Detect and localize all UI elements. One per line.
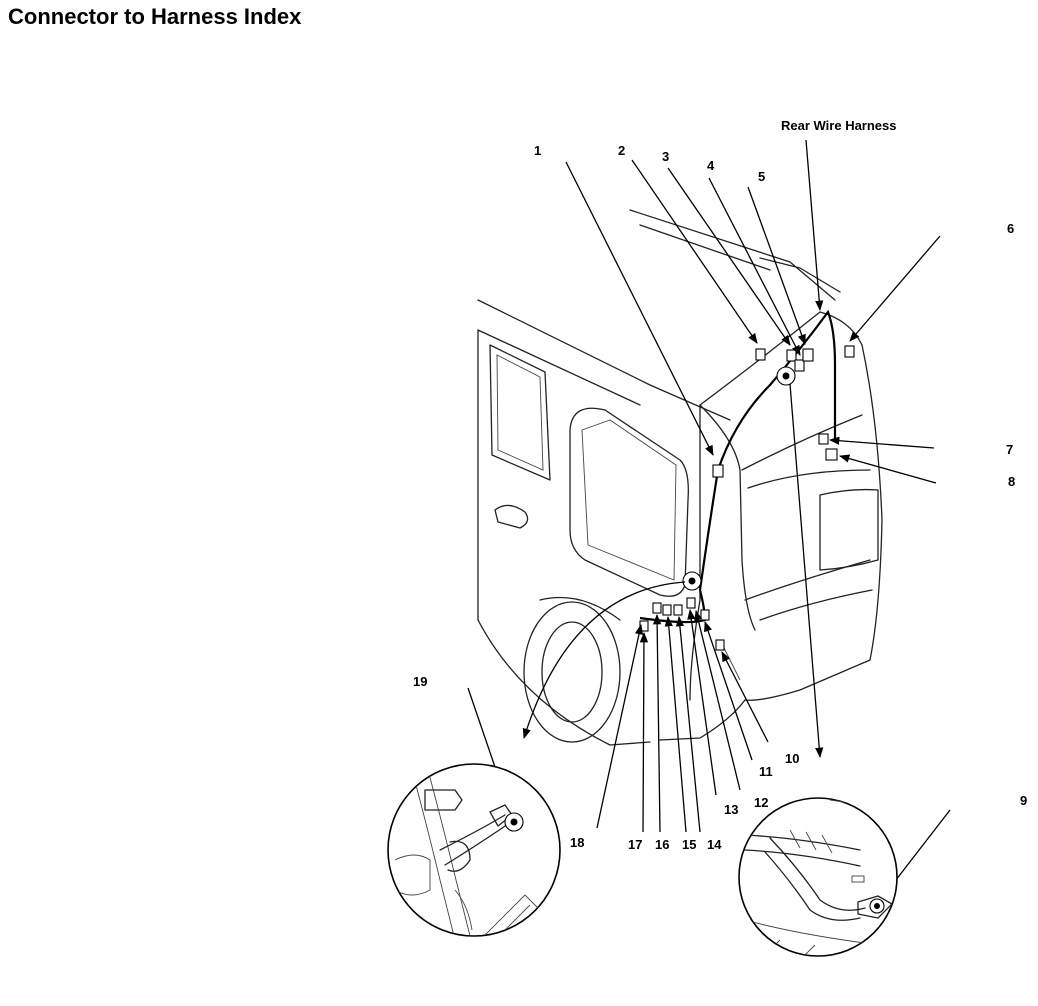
callout-17: 17 <box>628 837 642 852</box>
callout-numbers: 1 2 3 4 5 6 7 8 9 10 11 12 13 14 15 16 1… <box>413 143 1027 852</box>
callout-14: 14 <box>707 837 722 852</box>
callout-7: 7 <box>1006 442 1013 457</box>
connector-blocks <box>639 345 855 651</box>
callout-19: 19 <box>413 674 427 689</box>
callout-8: 8 <box>1008 474 1015 489</box>
callout-9: 9 <box>1020 793 1027 808</box>
leader-lines <box>467 139 951 899</box>
ground-point-upper <box>776 366 796 386</box>
callout-16: 16 <box>655 837 669 852</box>
callout-5: 5 <box>758 169 765 184</box>
ground-point-lower <box>682 571 702 591</box>
callout-15: 15 <box>682 837 696 852</box>
callout-18: 18 <box>570 835 584 850</box>
callout-13: 13 <box>724 802 738 817</box>
rear-wire-harness <box>698 309 837 591</box>
callout-4: 4 <box>707 158 715 173</box>
callout-10: 10 <box>785 751 799 766</box>
rear-wire-harness-label: Rear Wire Harness <box>781 118 897 133</box>
callout-3: 3 <box>662 149 669 164</box>
callout-6: 6 <box>1007 221 1014 236</box>
detail-view-right <box>738 797 898 957</box>
callout-2: 2 <box>618 143 625 158</box>
page-title: Connector to Harness Index <box>8 4 302 29</box>
detail-view-left <box>387 763 561 937</box>
callout-1: 1 <box>534 143 541 158</box>
callout-12: 12 <box>754 795 768 810</box>
vehicle-outline <box>477 209 883 746</box>
callout-11: 11 <box>759 764 773 779</box>
